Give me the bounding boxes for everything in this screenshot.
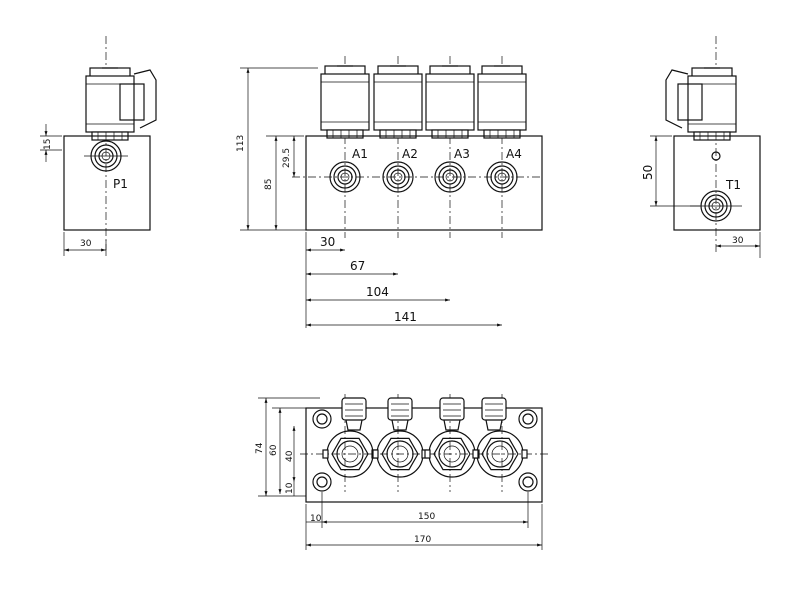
top-hole-spacing-v-dim: 60: [269, 444, 279, 456]
a1-port-label: A1: [352, 147, 368, 161]
a4-port-label: A4: [506, 147, 522, 161]
front-body-height-dim: 85: [264, 179, 274, 190]
left-side-view: P1 15 30: [40, 36, 157, 256]
front-view: A1 A2 A3 A4 113 85 29.5 30 67 104 141: [236, 56, 543, 328]
left-thread-offset-dim: 15: [43, 139, 53, 150]
top-total-length-dim: 170: [414, 535, 431, 545]
dim-port-a3: 104: [366, 285, 389, 299]
mount-hole-tr: [518, 409, 538, 429]
mount-hole-tl: [312, 409, 332, 429]
right-t-port-height-dim: 50: [641, 165, 655, 180]
right-width-dim: 30: [732, 236, 744, 246]
dim-port-a1: 30: [320, 235, 335, 249]
front-total-height-dim: 113: [236, 135, 246, 152]
left-body: [63, 135, 151, 231]
p1-port-label: P1: [113, 177, 128, 191]
t1-port-label: T1: [725, 178, 741, 192]
top-port-spacing-v-dim: 40: [285, 450, 295, 462]
mount-hole-bl: [312, 472, 332, 492]
a3-port-label: A3: [454, 147, 470, 161]
front-port-height-dim: 29.5: [282, 148, 292, 168]
top-hole-offset-v-dim: 10: [285, 482, 295, 494]
mount-hole-br: [518, 472, 538, 492]
top-body: [305, 407, 543, 503]
right-body: [673, 135, 761, 231]
top-view: 74 60 40 10 10 150 170: [255, 394, 548, 550]
right-side-view: T1 50 30: [641, 36, 761, 258]
top-depth-dim: 74: [255, 442, 265, 454]
dim-port-a2: 67: [350, 259, 365, 273]
a2-port-label: A2: [402, 147, 418, 161]
left-width-dim: 30: [80, 239, 92, 249]
top-hole-offset-h-dim: 10: [310, 514, 322, 524]
dim-port-a4: 141: [394, 310, 417, 324]
top-hole-spacing-h-dim: 150: [418, 512, 435, 522]
front-body: [305, 135, 543, 231]
